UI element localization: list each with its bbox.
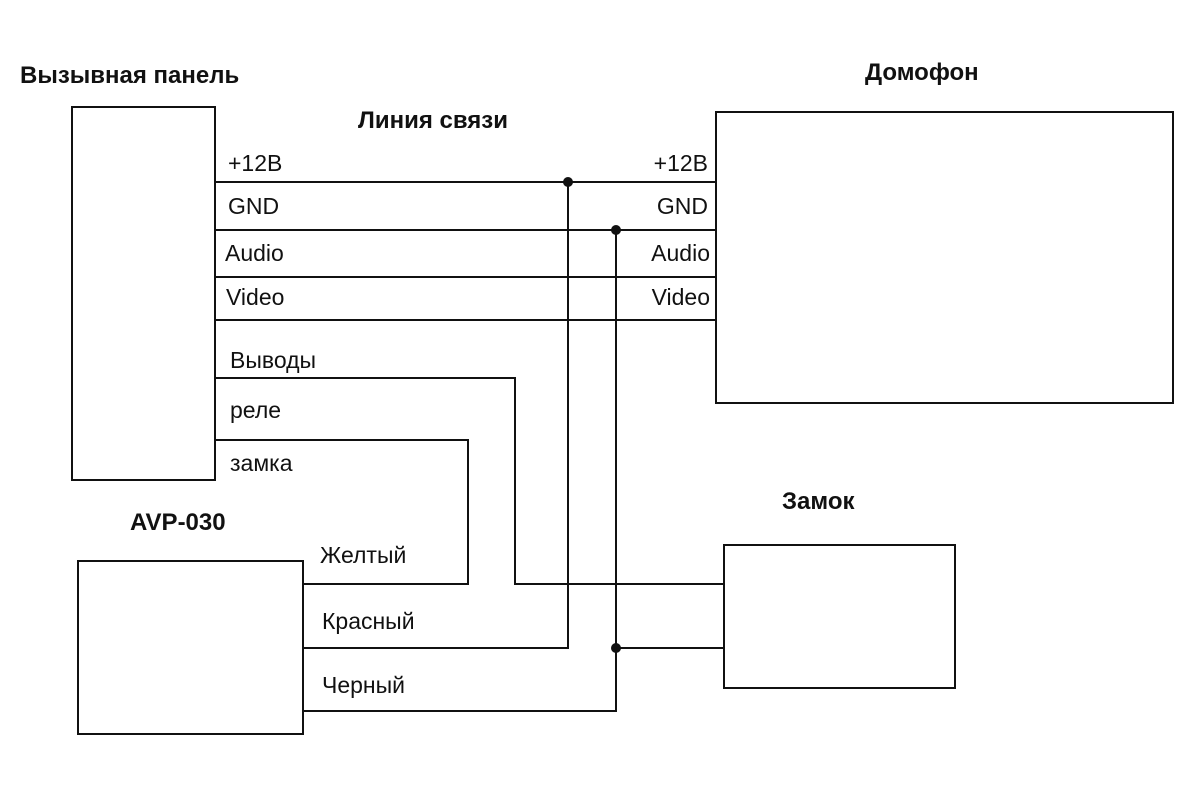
- junction-gnd: [611, 225, 621, 235]
- wire-avp-black: [303, 230, 617, 712]
- intercom-pin-gnd: GND: [657, 193, 708, 219]
- junction-12v: [563, 177, 573, 187]
- wire-relay-to-avp-yellow: [215, 439, 469, 585]
- wire-avp-red: [303, 182, 569, 649]
- intercom-box: [715, 111, 1174, 404]
- intercom-title: Домофон: [865, 59, 979, 86]
- panel-pin-video: Video: [226, 284, 284, 310]
- intercom-pin-video: Video: [652, 284, 710, 310]
- panel-pin-relay-2: реле: [230, 397, 281, 423]
- panel-pin-relay-1: Выводы: [230, 347, 316, 373]
- avp-box: [77, 560, 304, 735]
- lock-box: [723, 544, 956, 689]
- call-panel-box: [71, 106, 216, 481]
- panel-pin-gnd: GND: [228, 193, 279, 219]
- junction-lock-gnd: [611, 643, 621, 653]
- avp-wire-red: Красный: [322, 608, 415, 634]
- wire-relay-to-lock: [215, 377, 724, 585]
- panel-pin-relay-3: замка: [230, 450, 293, 476]
- lock-title: Замок: [782, 488, 855, 515]
- panel-pin-12v: +12В: [228, 150, 282, 176]
- avp-wire-black: Черный: [322, 672, 405, 698]
- panel-title: Вызывная панель: [20, 62, 239, 89]
- line-title: Линия связи: [358, 107, 508, 134]
- panel-pin-audio: Audio: [225, 240, 284, 266]
- intercom-pin-audio: Audio: [651, 240, 710, 266]
- avp-title: AVP-030: [130, 509, 226, 536]
- intercom-pin-12v: +12В: [654, 150, 708, 176]
- avp-wire-yellow: Желтый: [320, 542, 406, 568]
